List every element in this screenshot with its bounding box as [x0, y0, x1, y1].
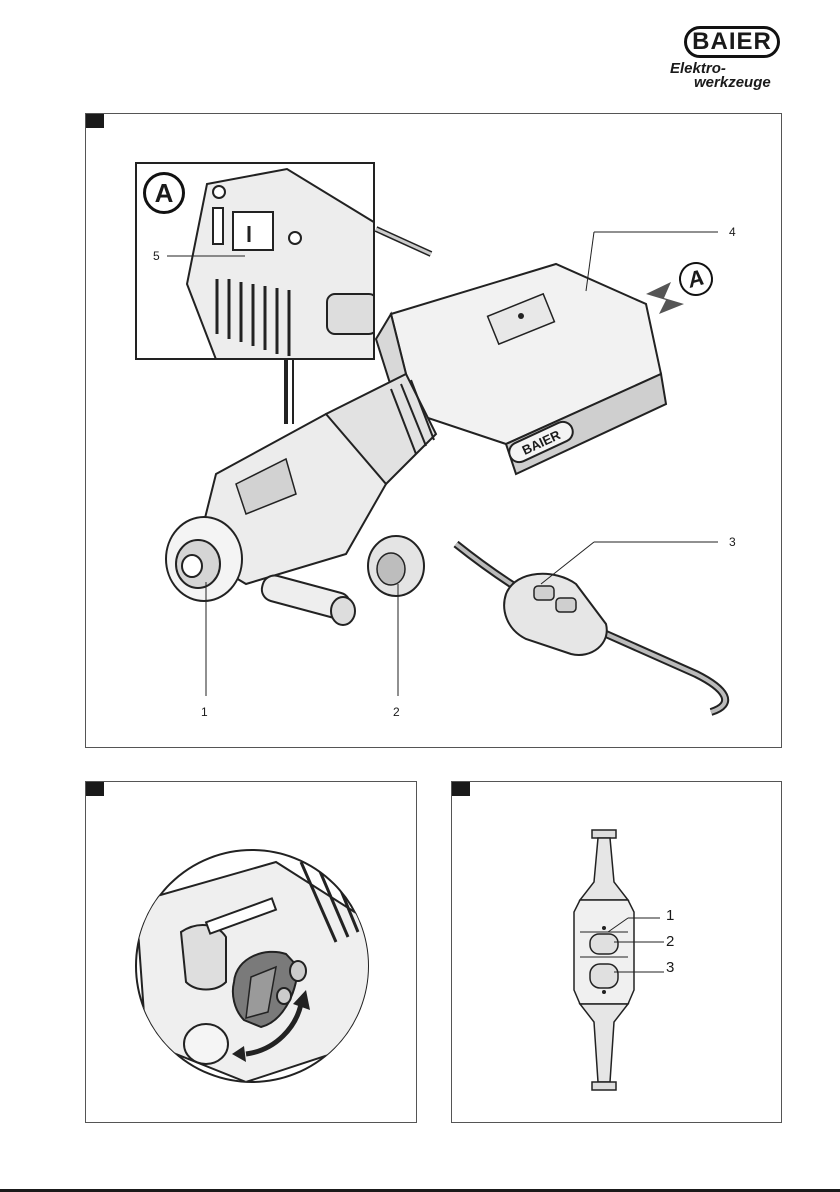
figure-2-panel: [85, 781, 417, 1123]
gear-selector-closeup: [86, 782, 418, 1124]
inset-letter-a: A: [143, 172, 185, 214]
remote-switch-3: [504, 574, 607, 655]
logo-tagline-2: werkzeuge: [694, 74, 771, 91]
callout-5: 5: [153, 250, 160, 262]
callout-3: 3: [729, 536, 736, 548]
remote-switch-body: [574, 830, 634, 1090]
callout-1: 1: [201, 706, 208, 718]
gear-selector-2: [368, 536, 424, 596]
callout-4: 4: [729, 226, 736, 238]
remote-switch-front-view: [452, 782, 783, 1124]
logo-badge: BAIER: [684, 26, 780, 58]
spindle-1: [166, 517, 242, 601]
figure-3-panel: 1 2 3: [451, 781, 782, 1123]
fig3-callout-3: 3: [666, 960, 674, 975]
figure-1-panel: A 5 A BAIER 4 3 1 2: [85, 113, 782, 748]
brand-logo: BAIER Elektro- werkzeuge: [660, 26, 790, 90]
fig3-callout-1: 1: [666, 908, 674, 923]
inset-view-a: A 5: [135, 162, 375, 360]
callout-2: 2: [393, 706, 400, 718]
fig3-callout-2: 2: [666, 934, 674, 949]
